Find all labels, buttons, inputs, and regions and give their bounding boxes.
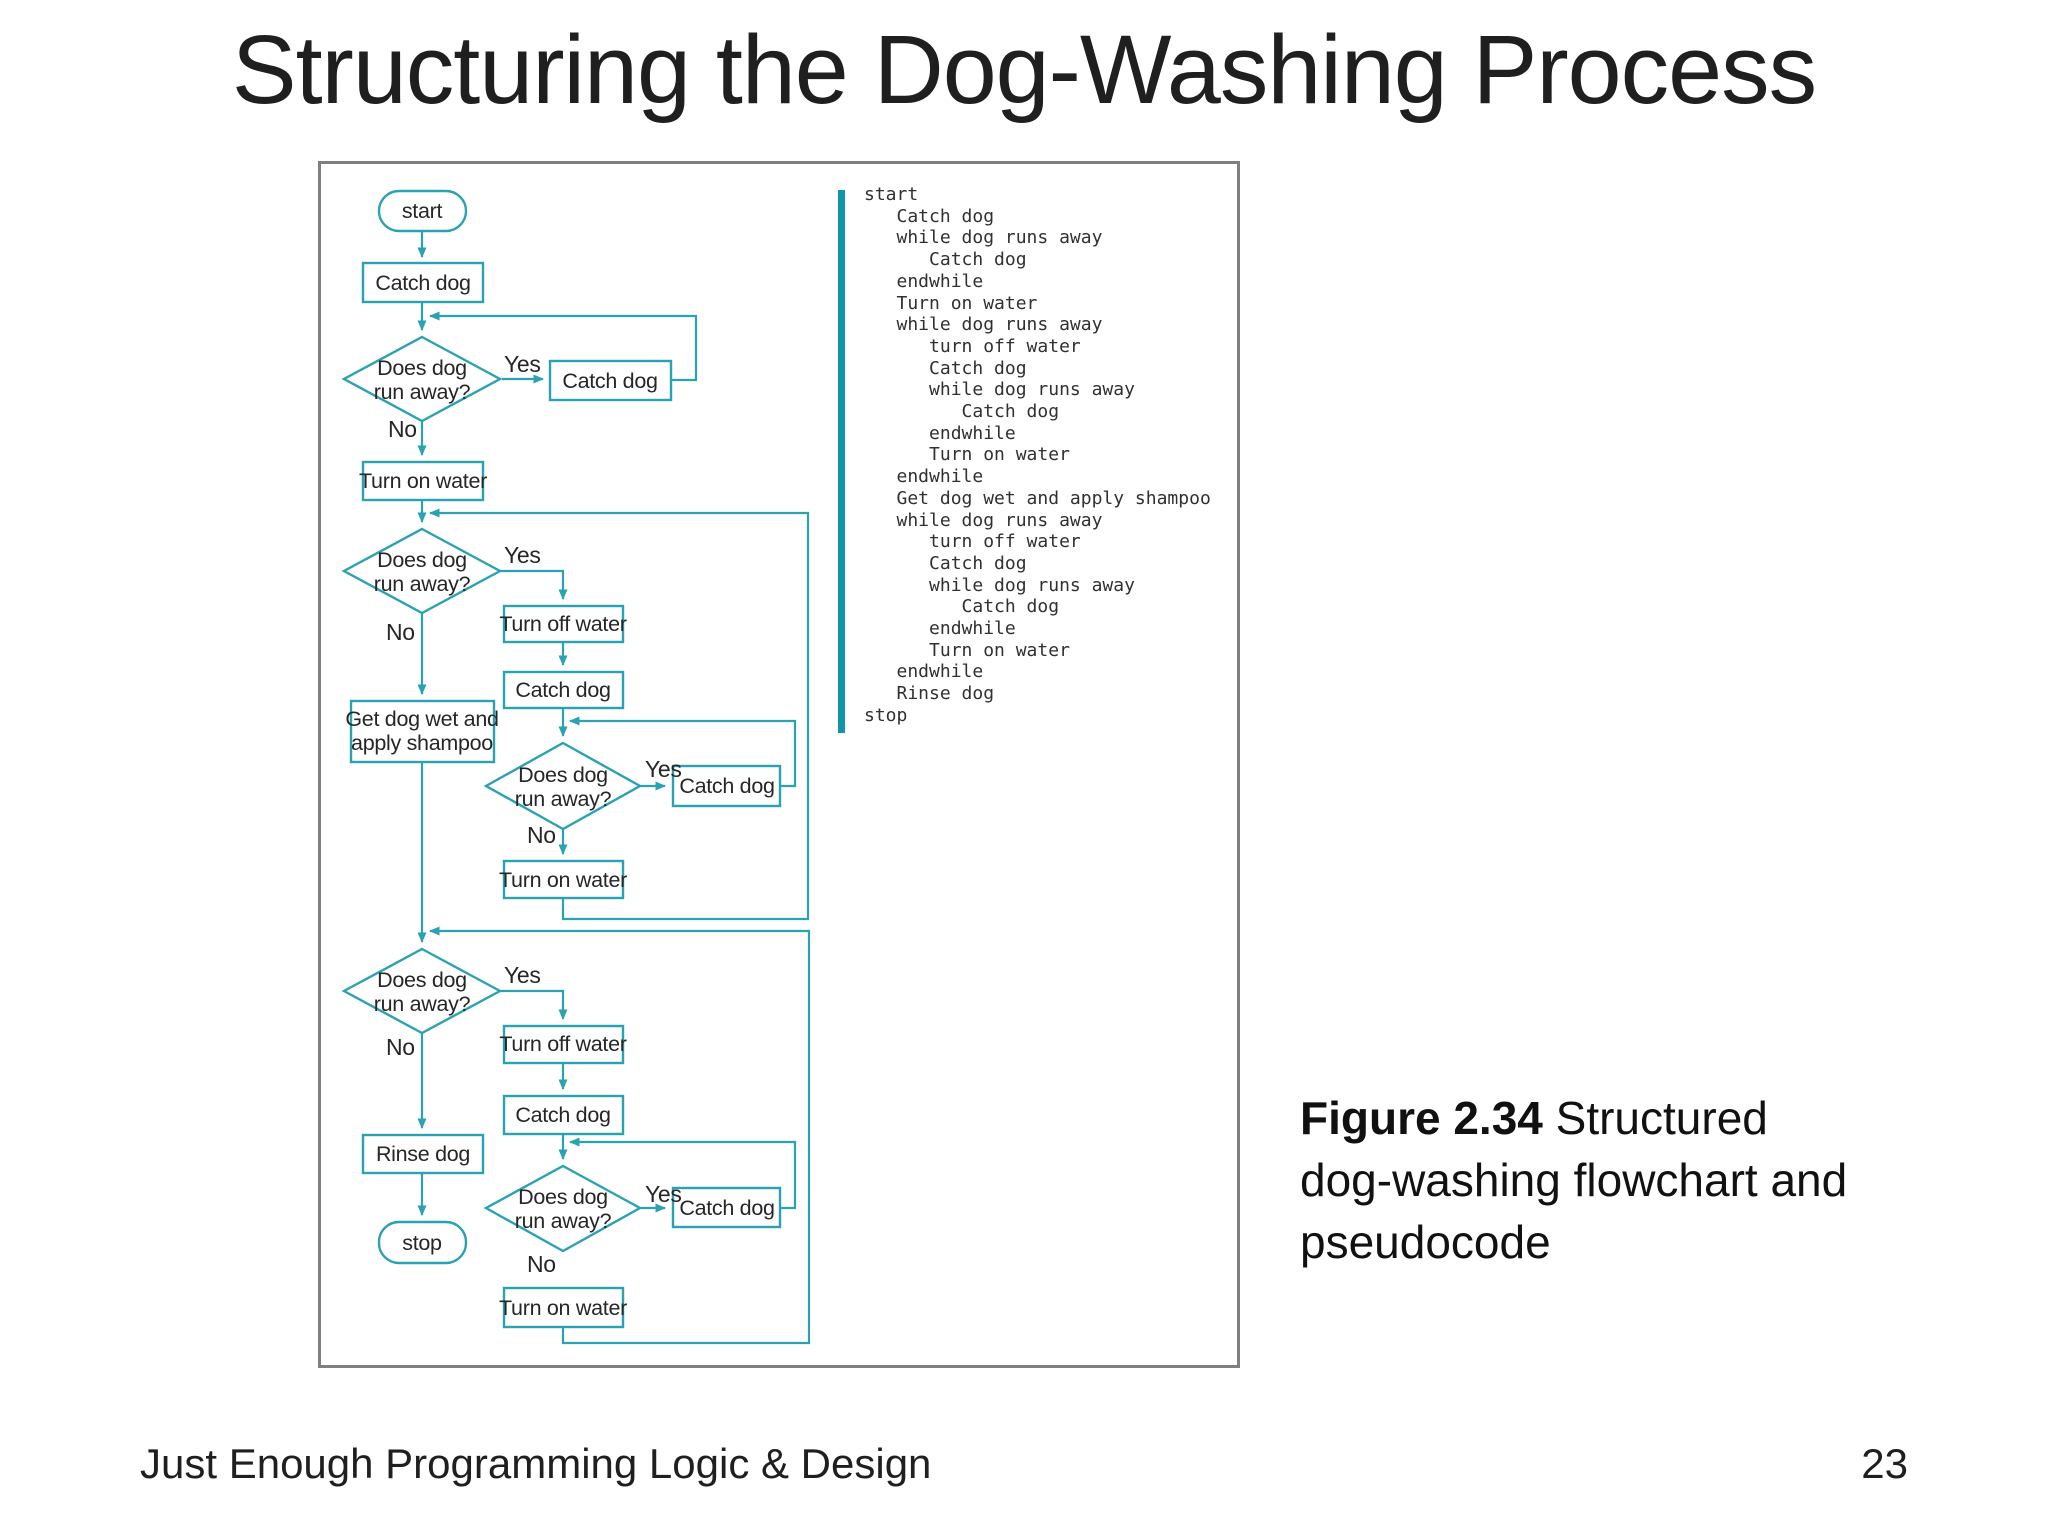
pseudocode-line: turn off water (864, 335, 1081, 357)
slide-title: Structuring the Dog-Washing Process (231, 15, 1817, 124)
pseudocode-line: Catch dog (864, 205, 995, 227)
pseudocode-line: while dog runs away (864, 379, 1135, 401)
pseudocode-line: stop (864, 704, 908, 726)
pseudocode-line: Rinse dog (864, 683, 995, 705)
pseudocode-line: Catch dog (864, 249, 1027, 271)
figure-caption-line3: pseudocode (1300, 1216, 1551, 1268)
page-number: 23 (1861, 1440, 1908, 1487)
pseudocode-line: start (864, 184, 919, 205)
pseudocode-line: Catch dog (864, 552, 1027, 574)
pseudocode-line: while dog runs away (864, 227, 1103, 249)
figure-caption-line1: Structured (1555, 1092, 1768, 1144)
pseudocode-block: start Catch dog while dog runs away Catc… (864, 184, 1211, 727)
footer-course-title: Just Enough Programming Logic & Design (140, 1440, 932, 1487)
pseudocode-line: Turn on water (864, 639, 1070, 661)
pseudocode-line: endwhile (864, 422, 1016, 444)
pseudocode-line: Catch dog (864, 596, 1060, 618)
pseudocode-line: Catch dog (864, 357, 1027, 379)
pseudocode-line: turn off water (864, 531, 1081, 553)
pseudocode-line: Catch dog (864, 401, 1060, 423)
figure-caption-line2: dog-washing flowchart and (1300, 1154, 1848, 1206)
pseudocode-line: endwhile (864, 270, 984, 292)
pseudocode-divider-bar (838, 190, 845, 733)
figure-caption-label: Figure 2.34 (1300, 1092, 1543, 1144)
pseudocode-line: Turn on water (864, 292, 1038, 314)
pseudocode-line: endwhile (864, 466, 984, 488)
pseudocode-line: endwhile (864, 661, 984, 683)
pseudocode-line: endwhile (864, 618, 1016, 640)
figure-caption: Figure 2.34 Structured dog-washing flowc… (1300, 1087, 1960, 1273)
pseudocode-line: Get dog wet and apply shampoo (864, 487, 1211, 509)
pseudocode-line: while dog runs away (864, 509, 1103, 531)
pseudocode-line: Turn on water (864, 444, 1070, 466)
pseudocode-line: while dog runs away (864, 574, 1135, 596)
pseudocode-line: while dog runs away (864, 314, 1103, 336)
